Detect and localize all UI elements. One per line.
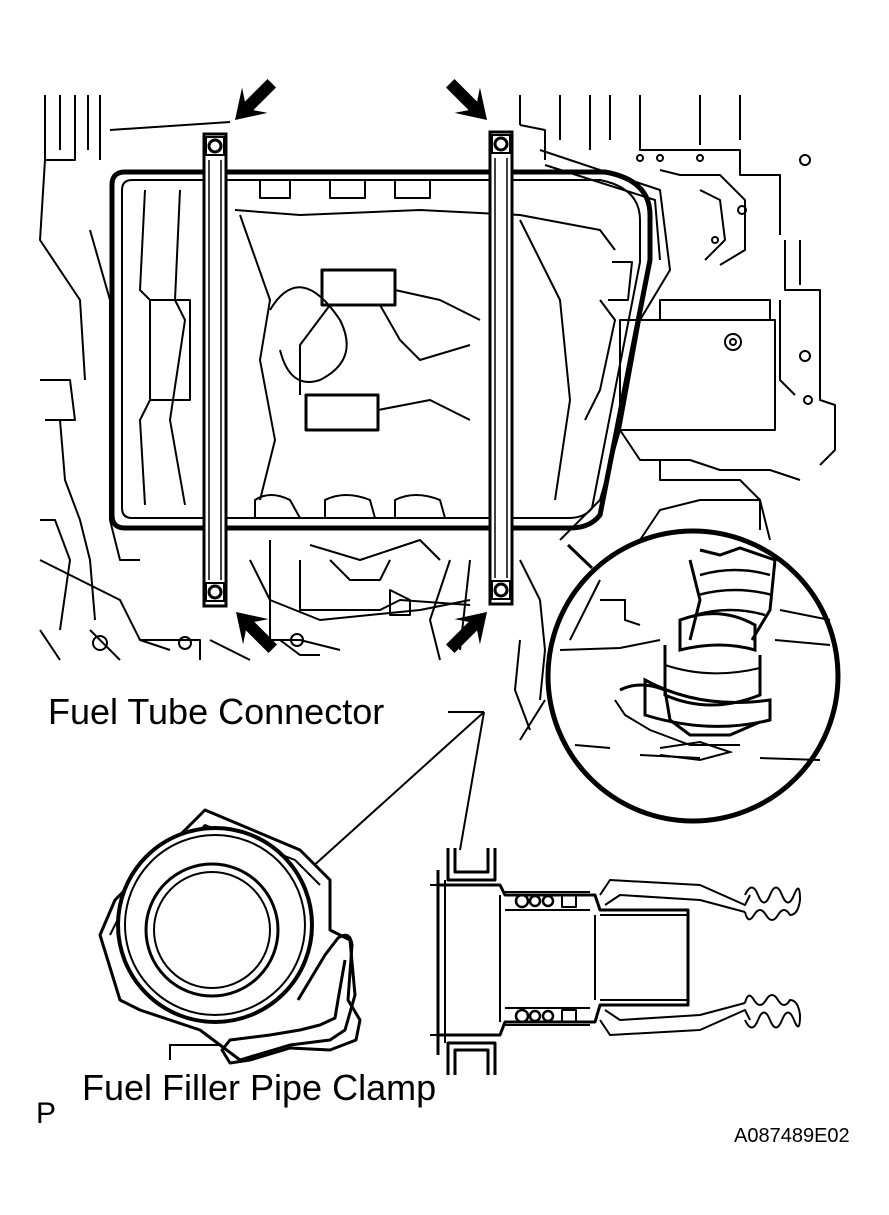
view-marker-label: P	[36, 1097, 57, 1130]
detail-circle	[545, 528, 841, 824]
figure-id-label: A087489E02	[734, 1125, 850, 1147]
leader-lines	[169, 711, 485, 1060]
connector-cross-section	[430, 848, 801, 1075]
arrow-icon	[445, 612, 487, 654]
tank-band-right	[488, 130, 514, 606]
mounting-holes	[92, 154, 813, 651]
fuel-filler-pipe-clamp-label: Fuel Filler Pipe Clamp	[82, 1067, 437, 1108]
tank-band-left	[202, 132, 228, 608]
fuel-tank	[109, 169, 653, 531]
arrow-icon	[445, 78, 487, 120]
fuel-tube-connector-label: Fuel Tube Connector	[48, 691, 385, 732]
arrow-icon	[236, 612, 278, 654]
filler-pipe-clamp-end-view	[98, 808, 362, 1065]
band-bolts	[205, 134, 511, 602]
arrow-icon	[235, 78, 277, 120]
